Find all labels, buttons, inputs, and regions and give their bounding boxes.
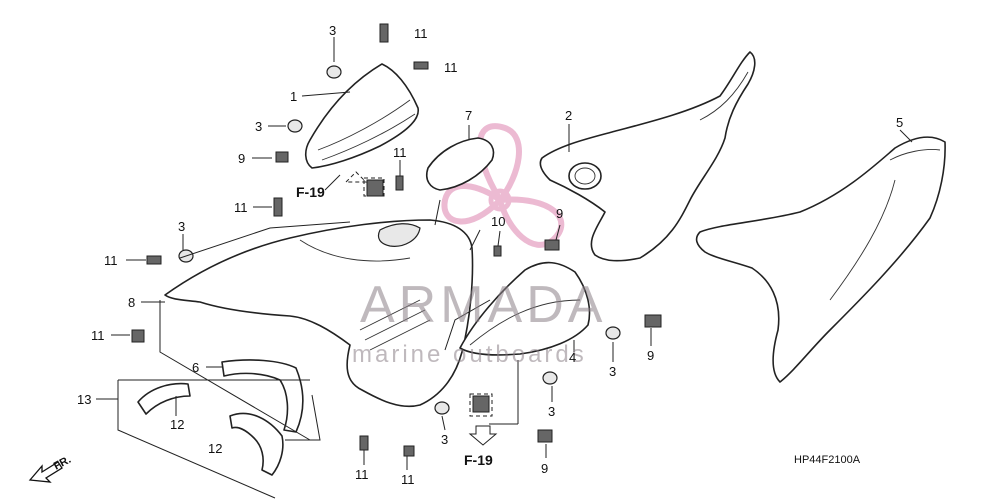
label-part-6: 6 xyxy=(192,360,199,375)
grommet-icon xyxy=(434,401,450,415)
group-outline-13 xyxy=(117,379,321,499)
part-lower-cover xyxy=(459,261,591,356)
leader-lines xyxy=(96,37,913,470)
label-part-9: 9 xyxy=(556,206,563,221)
label-part-13: 13 xyxy=(77,392,91,407)
label-part-11: 11 xyxy=(414,26,428,41)
clip-icon xyxy=(366,179,384,197)
bolt-icon xyxy=(644,314,662,328)
label-part-3: 3 xyxy=(255,119,262,134)
label-part-1: 1 xyxy=(290,89,297,104)
label-ref-f19: F-19 xyxy=(464,452,493,468)
grommet-icon xyxy=(326,65,342,79)
label-part-4: 4 xyxy=(569,350,576,365)
clip-icon xyxy=(359,435,369,451)
label-part-9: 9 xyxy=(647,348,654,363)
diagram-code: HP44F2100A xyxy=(794,454,861,466)
part-upper-cover xyxy=(304,63,419,169)
clip-icon xyxy=(413,61,429,70)
label-part-10: 10 xyxy=(491,214,505,229)
clip-icon xyxy=(273,197,283,217)
grommet-icon xyxy=(605,326,621,340)
label-part-3: 3 xyxy=(441,432,448,447)
watermark-tagline: marine outboards xyxy=(352,341,587,368)
label-part-11: 11 xyxy=(444,60,458,75)
bolt-icon xyxy=(537,429,553,443)
label-part-11: 11 xyxy=(234,200,248,215)
bolt-icon xyxy=(544,239,560,251)
clip-icon xyxy=(403,445,415,457)
grommet-icon xyxy=(542,371,558,385)
part-pad xyxy=(425,137,495,191)
grommet-icon xyxy=(287,119,303,133)
label-part-3: 3 xyxy=(609,364,616,379)
ref-box-upper xyxy=(344,171,385,197)
part-trim-piece-upper xyxy=(137,382,191,415)
part-main-cover xyxy=(164,219,474,408)
watermark-brand: ARMADA xyxy=(360,276,606,334)
part-trim-piece-lower xyxy=(229,412,284,476)
label-part-11: 11 xyxy=(401,472,415,487)
front-arrow-icon xyxy=(28,461,63,483)
label-part-11: 11 xyxy=(91,328,105,343)
label-part-3: 3 xyxy=(178,219,185,234)
clip-icon xyxy=(131,329,145,343)
clip-icon xyxy=(146,255,162,265)
clip-icon xyxy=(472,395,490,413)
label-part-12: 12 xyxy=(170,417,184,432)
label-part-9: 9 xyxy=(541,461,548,476)
clip-icon xyxy=(395,175,404,191)
label-part-2: 2 xyxy=(565,108,572,123)
label-part-8: 8 xyxy=(128,295,135,310)
ref-box-lower xyxy=(468,393,498,446)
clip-icon xyxy=(379,23,389,43)
part-side-shroud xyxy=(539,51,756,262)
part-side-cover xyxy=(695,136,946,383)
label-part-3: 3 xyxy=(329,23,336,38)
label-part-11: 11 xyxy=(355,467,369,482)
label-part-3: 3 xyxy=(548,404,555,419)
label-part-12: 12 xyxy=(208,441,222,456)
label-part-5: 5 xyxy=(896,115,903,130)
label-part-11: 11 xyxy=(393,145,407,160)
label-part-11: 11 xyxy=(104,253,118,268)
label-part-9: 9 xyxy=(238,151,245,166)
label-ref-f19: F-19 xyxy=(296,184,325,200)
clip-icon xyxy=(493,245,502,257)
front-label: FR. xyxy=(52,454,73,473)
assembly-guide-lines xyxy=(159,174,491,441)
label-part-7: 7 xyxy=(465,108,472,123)
bolt-icon xyxy=(275,151,289,163)
